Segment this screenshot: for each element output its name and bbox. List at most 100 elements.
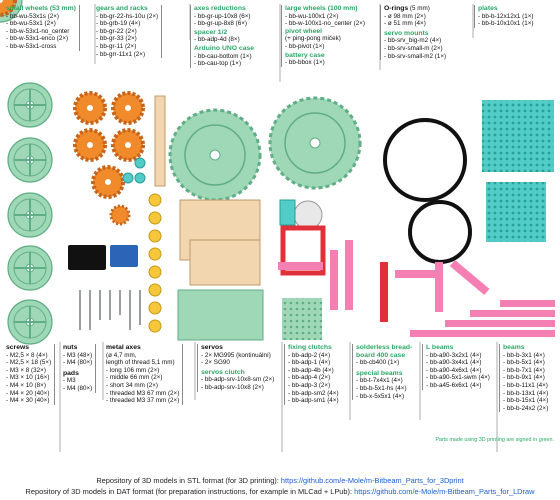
pivot-wheel-image <box>279 199 323 230</box>
part-item: bb-grb-19 (4×) <box>96 20 158 28</box>
pads-title: pads <box>63 369 79 377</box>
part-item: bb-wu-53x1s (2×) <box>6 13 76 21</box>
large-wheels-image <box>168 96 362 202</box>
large-wheels-label: large wheels (100 mm) bb-wu-100x1 (2×) b… <box>281 5 365 67</box>
part-item: ø 98 mm (2×) <box>384 13 446 21</box>
part-item: M3 × 8 (32×) <box>6 367 51 375</box>
part-item: 2× SG90 <box>201 359 274 367</box>
nuts-label: nuts M3 (48×) M4 (80×) pads M3 M4 (80×) <box>63 344 97 393</box>
footer-stl-text: Repository of 3D models in STL format (f… <box>96 476 281 485</box>
part-item: M4 (80×) <box>63 359 92 367</box>
o-rings-title: O-rings <box>384 5 409 12</box>
metal-axes-spec: length of thread 5,1 mm) <box>106 359 175 367</box>
o-rings-image <box>383 118 472 264</box>
part-item: bb-a90-5x1-swm (4×) <box>426 374 490 382</box>
plates-title: plates <box>478 5 498 12</box>
battery-case-image <box>280 225 326 276</box>
part-item: bb-adp-4b (4×) <box>288 367 339 375</box>
part-item: bb-gr-22-hs-10u (2×) <box>96 13 158 21</box>
servo-mounts-title: servo mounts <box>384 29 429 37</box>
3d-print-note: Parts made using 3D printing are signed … <box>435 437 554 443</box>
part-item: bb-b-9x1 (4×) <box>503 374 548 382</box>
part-item: bb-b-5x1 (4×) <box>503 359 548 367</box>
servos-image <box>68 245 138 270</box>
part-item: bb-x-5x5x1 (4×) <box>356 393 412 401</box>
special-beams-title: special beams <box>356 369 403 377</box>
part-item: bb-w-53x1-no_center <box>6 28 76 36</box>
part-item: middle 66 mm (2×) <box>106 374 179 382</box>
footer-stl-link[interactable]: https://github.com/e-Mole/m-Bitbeam_Part… <box>280 476 464 485</box>
part-item: bb-adp-4 (2×) <box>288 374 339 382</box>
part-item: bb-w-53x1-enco (2×) <box>6 35 76 43</box>
part-item: M3 <box>63 377 92 385</box>
part-item: bb-adp-srv-10x8-sm (2×) <box>201 376 274 384</box>
nuts-title: nuts <box>63 344 78 351</box>
small-wheels-title: small wheels (53 mm) <box>6 5 76 12</box>
footer-dat-text: Repository of 3D models in DAT format (f… <box>25 487 355 496</box>
part-item: bb-b-10x10x1 (1×) <box>478 20 534 28</box>
part-item: bb-b-24x2 (2×) <box>503 405 548 413</box>
l-beams-title: L beams <box>426 344 454 351</box>
part-item: M3 (48×) <box>63 352 92 360</box>
small-wheels-label: small wheels (53 mm) bb-wu-53x1s (2×) bb… <box>6 5 80 51</box>
part-item: bb-w-53x1-cross <box>6 43 76 51</box>
part-item: threaded M3 37 mm (2×) <box>106 397 179 405</box>
part-item: 2× MG995 (kontinuální) <box>201 352 274 360</box>
part-item: bb-srv-small-m (2×) <box>384 45 446 53</box>
o-rings-label: O-rings (5 mm) ø 98 mm (2×) ø 51 mm (4×)… <box>380 5 446 61</box>
part-item: bb-wu-53x1 (2×) <box>6 20 76 28</box>
screws-label: screws M2,5 × 8 (4×) M2,5 × 18 (5×) M3 ×… <box>6 344 56 405</box>
part-item: M2,5 × 18 (5×) <box>6 359 51 367</box>
part-item: bb-srv_big-m2 (4×) <box>384 37 446 45</box>
axes-reductions-image <box>122 157 146 184</box>
metal-axes-title: metal axes <box>106 344 141 351</box>
gears-image <box>0 0 17 17</box>
servos-clutch-title: servos clutch <box>201 368 245 376</box>
footer-stl: Repository of 3D models in STL format (f… <box>0 476 560 485</box>
servos-label: servos 2× MG995 (kontinuální) 2× SG90 se… <box>197 344 274 392</box>
part-item: threaded M3 67 mm (2×) <box>106 390 179 398</box>
part-item: bb-wu-100x1 (2×) <box>285 13 365 21</box>
breadboard-case-label: solderless bread- board 400 case bb-cb40… <box>352 344 413 401</box>
screws-image <box>79 290 141 330</box>
gears-title: gears and racks <box>96 5 148 12</box>
l-beams-label: L beams bb-a90-3x2x1 (4×) bb-a90-3x4x1 (… <box>422 344 490 390</box>
part-item: bb-bbox (1×) <box>285 59 365 67</box>
connector-lines <box>59 4 498 452</box>
part-item: bb-gr-33 (2×) <box>96 35 158 43</box>
part-item: bb-b-5x1-hs (4×) <box>356 385 412 393</box>
part-item: bb-gr-up-8x8 (6×) <box>194 20 254 28</box>
part-item: bb-b-7x1 (4×) <box>503 367 548 375</box>
gears-label: gears and racks bb-gr-22-hs-10u (2×) bb-… <box>96 5 163 59</box>
part-item: bb-a90-3x4x1 (4×) <box>426 359 490 367</box>
pivot-wheel-subtitle: (+ ping-pong miček) <box>285 35 341 43</box>
part-item: M2,5 × 8 (4×) <box>6 352 51 360</box>
beams-title: beams <box>503 344 525 351</box>
breadboard-case-title: solderless bread- <box>356 344 413 351</box>
battery-case-title: battery case <box>285 51 325 59</box>
part-item: bb-a90-4x6x1 (4×) <box>426 367 490 375</box>
footer-dat: Repository of 3D models in DAT format (f… <box>0 487 560 496</box>
part-item: bb-grr-11x1 (2×) <box>96 51 158 59</box>
part-item: ø 51 mm (4×) <box>384 20 446 28</box>
arduino-case-image <box>177 199 264 341</box>
arduino-case-title: Arduino UNO case <box>194 44 255 52</box>
part-item: bb-cau-top (1×) <box>194 60 254 68</box>
part-item: bb-a90-3x2x1 (4×) <box>426 352 490 360</box>
part-item: M4 × 20 (40×) <box>6 390 51 398</box>
large-wheels-title: large wheels (100 mm) <box>285 5 358 12</box>
part-item: bb-b-12x12x1 (1×) <box>478 13 534 21</box>
breadboard-case-title2: board 400 case <box>356 351 406 359</box>
footer-dat-link[interactable]: https://github.com/e-Mole/m-Bitbeam_Part… <box>354 487 535 496</box>
fixing-clutchs-label: fixing clutchs bb-adp-2 (4×) bb-adp-1 (4… <box>284 344 339 405</box>
part-item: bb-srv-small-m2 (1×) <box>384 53 446 61</box>
part-item: bb-adp-4d (8×) <box>194 36 254 44</box>
part-item: bb-b-11x1 (4×) <box>503 382 548 390</box>
plates-label: plates bb-b-12x12x1 (1×) bb-b-10x10x1 (1… <box>474 5 534 28</box>
spacer-title: spacer 1/2 <box>194 28 228 36</box>
part-item: bb-t-7x4x1 (4×) <box>356 377 412 385</box>
part-item: bb-gr-11 (2×) <box>96 43 158 51</box>
part-item: M4 × 30 (40×) <box>6 397 51 405</box>
axes-reductions-label: axes reductions bb-gr-up-10x8 (6×) bb-gr… <box>190 5 254 68</box>
